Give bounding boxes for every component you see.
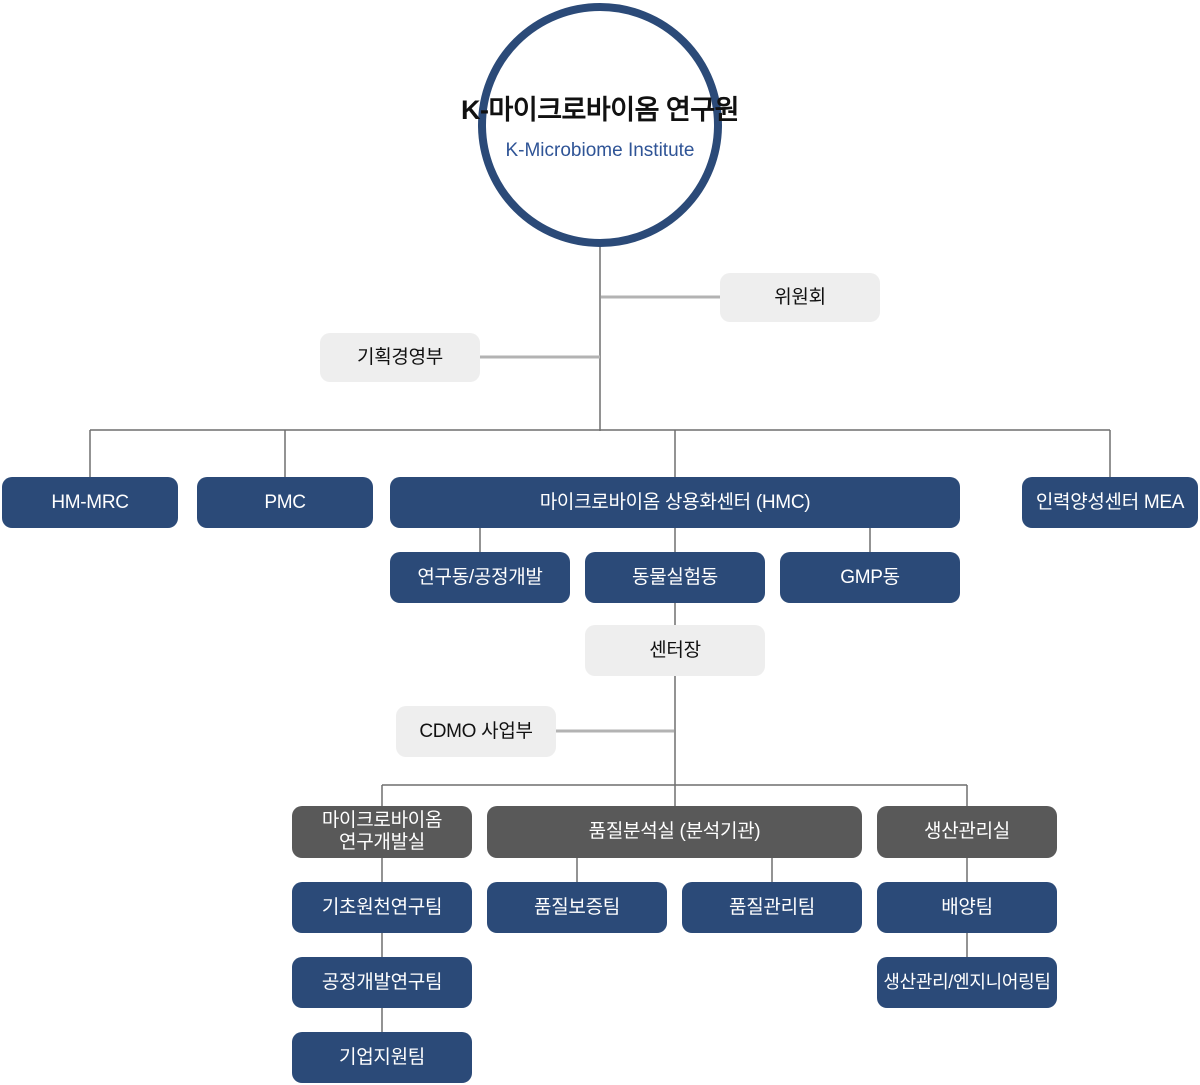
node-rnd-division: 마이크로바이옴 연구개발실: [292, 806, 472, 858]
rnd-division-line1: 마이크로바이옴: [321, 810, 443, 832]
node-committee: 위원회: [720, 273, 880, 322]
node-research-process-building: 연구동/공정개발: [390, 552, 570, 603]
node-qa-division: 품질분석실 (분석기관): [487, 806, 862, 858]
node-prod-engineering-team: 생산관리/엔지니어링팀: [877, 957, 1057, 1008]
node-gmp-building: GMP동: [780, 552, 960, 603]
node-mea-center: 인력양성센터 MEA: [1022, 477, 1198, 528]
node-hm-mrc: HM-MRC: [2, 477, 178, 528]
node-production-division: 생산관리실: [877, 806, 1057, 858]
node-quality-control-team: 품질관리팀: [682, 882, 862, 933]
root-title-korean: K-마이크로바이옴 연구원: [461, 95, 739, 125]
node-animal-lab-building: 동물실험동: [585, 552, 765, 603]
node-planning-management: 기획경영부: [320, 333, 480, 382]
rnd-division-line2: 연구개발실: [339, 832, 425, 853]
node-culture-team: 배양팀: [877, 882, 1057, 933]
node-business-support-team: 기업지원팀: [292, 1032, 472, 1083]
node-center-head: 센터장: [585, 625, 765, 676]
root-title-english: K-Microbiome Institute: [505, 140, 695, 161]
node-quality-assurance-team: 품질보증팀: [487, 882, 667, 933]
node-process-dev-team: 공정개발연구팀: [292, 957, 472, 1008]
node-cdmo-division: CDMO 사업부: [396, 706, 556, 757]
node-pmc: PMC: [197, 477, 373, 528]
root-node: K-마이크로바이옴 연구원 K-Microbiome Institute: [461, 3, 739, 247]
node-basic-research-team: 기초원천연구팀: [292, 882, 472, 933]
node-hmc-center: 마이크로바이옴 상용화센터 (HMC): [390, 477, 960, 528]
